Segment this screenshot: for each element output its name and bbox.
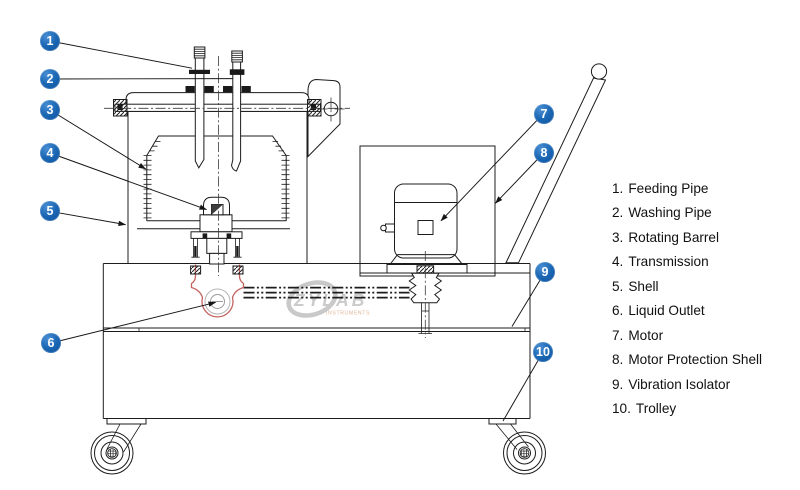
callout-8-motor-protection-shell: 8 — [534, 143, 554, 163]
watermark: ZYLAB INSTRUMENTS — [286, 280, 370, 318]
legend-item-label: Shell — [628, 278, 659, 294]
legend-item-label: Trolley — [635, 401, 677, 417]
legend-item-3: 3.Rotating Barrel — [612, 226, 762, 250]
legend-item-number: 6. — [612, 303, 624, 319]
belt-drive — [243, 286, 410, 299]
legend-item-label: Liquid Outlet — [628, 303, 705, 319]
callout-4-transmission: 4 — [40, 143, 60, 163]
trolley-wheel-left — [90, 418, 147, 475]
transmission — [190, 196, 244, 275]
legend-item-7: 7.Motor — [612, 324, 762, 348]
legend-item-9: 9.Vibration Isolator — [612, 373, 762, 397]
callout-1-feeding-pipe: 1 — [40, 31, 60, 51]
legend-item-1: 1. Feeding Pipe — [612, 177, 762, 201]
callout-9-vibration-isolator: 9 — [535, 262, 555, 282]
legend-item-6: 6.Liquid Outlet — [612, 299, 762, 323]
barrel-perforations — [143, 141, 290, 219]
trolley-wheel-right — [488, 418, 546, 475]
legend-item-label: Motor — [628, 327, 664, 343]
legend-item-label: Feeding Pipe — [628, 181, 709, 196]
callout-7-motor: 7 — [534, 104, 554, 124]
leader-lines — [49, 40, 546, 422]
washing-pipe — [223, 50, 251, 172]
legend-item-8: 8.Motor Protection Shell — [612, 348, 762, 372]
legend-item-number: 7. — [612, 327, 624, 343]
legend-item-number: 10. — [612, 401, 631, 417]
parts-legend: 1. Feeding Pipe 2.Washing Pipe 3.Rotating… — [612, 177, 762, 422]
center-lines — [104, 56, 426, 338]
callout-6-liquid-outlet: 6 — [41, 333, 61, 353]
legend-item-label: Motor Protection Shell — [628, 352, 763, 368]
legend-item-number: 1. — [612, 181, 624, 196]
callout-5-shell: 5 — [40, 201, 60, 221]
liquid-outlet — [190, 264, 245, 318]
callout-2-washing-pipe: 2 — [40, 69, 60, 89]
legend-item-label: Vibration Isolator — [628, 376, 731, 392]
vibration-isolator — [103, 327, 530, 332]
machine-base — [102, 263, 531, 419]
legend-item-4: 4.Transmission — [612, 250, 762, 274]
motor — [380, 183, 468, 334]
feeding-pipe — [185, 46, 214, 169]
watermark-brand-text: ZYLAB — [293, 290, 367, 310]
lid-hinge — [307, 78, 341, 158]
legend-item-label: Washing Pipe — [628, 205, 712, 221]
watermark-subtitle-text: INSTRUMENTS — [326, 311, 370, 317]
legend-item-number: 9. — [612, 376, 624, 392]
legend-item-number: 2. — [612, 205, 624, 221]
legend-item-label: Rotating Barrel — [628, 229, 720, 245]
legend-item-number: 5. — [612, 278, 624, 294]
legend-item-number: 8. — [612, 352, 624, 368]
callout-3-rotating-barrel: 3 — [40, 100, 60, 120]
legend-item-number: 3. — [612, 229, 624, 245]
legend-item-2: 2.Washing Pipe — [612, 201, 762, 225]
legend-item-label: Transmission — [628, 254, 709, 270]
trolley-handle — [505, 63, 608, 264]
legend-item-number: 4. — [612, 254, 624, 270]
legend-item-5: 5.Shell — [612, 275, 762, 299]
legend-item-10: 10.Trolley — [612, 397, 762, 421]
callout-10-trolley: 10 — [533, 342, 553, 362]
shell — [113, 78, 347, 264]
clamp-band — [114, 103, 321, 112]
